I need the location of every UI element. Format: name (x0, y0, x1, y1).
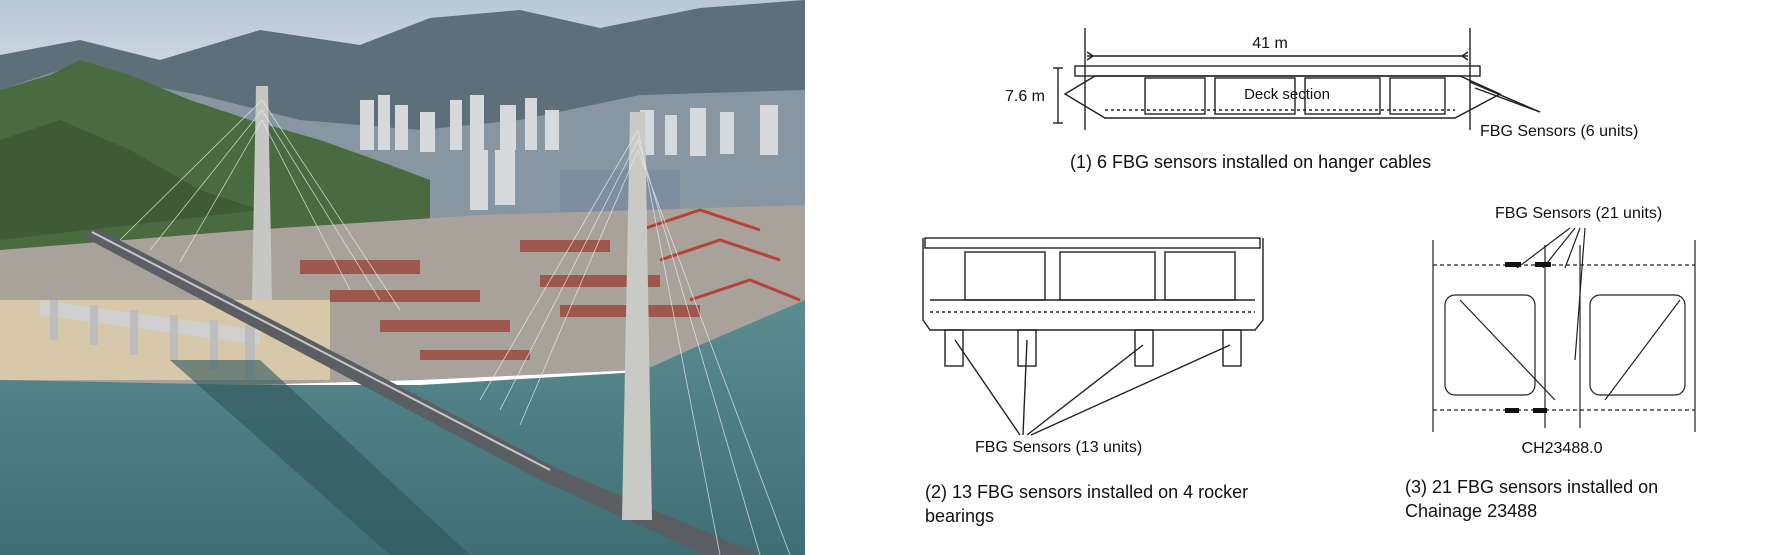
tower-left (252, 86, 272, 300)
caption-rocker-line1: (2) 13 FBG sensors installed on 4 rocker (925, 482, 1248, 502)
chainage-diagram (1432, 227, 1696, 432)
bridge-deck (80, 230, 760, 555)
rocker-sensor-label: FBG Sensors (13 units) (975, 439, 1142, 456)
chainage-sensor-label: FBG Sensors (21 units) (1495, 205, 1662, 222)
bridge-shadow (170, 360, 470, 555)
dimension-width-label: 41 m (1252, 35, 1288, 52)
sensor-diagrams: 41 m 7.6 m Deck section FBG Sensors (6 u… (805, 0, 1774, 555)
viaduct-piers (50, 300, 255, 380)
cranes (639, 208, 801, 302)
bridge-photo (0, 0, 805, 555)
dimension-height-label: 7.6 m (1005, 88, 1045, 105)
deck-section-label: Deck section (1244, 86, 1330, 103)
rocker-bearing-diagram (922, 237, 1264, 436)
stay-cables (119, 99, 791, 555)
sensor-markers (1505, 262, 1551, 413)
caption-hanger-cables: (1) 6 FBG sensors installed on hanger ca… (1070, 152, 1431, 172)
city-towers (360, 95, 778, 210)
caption-rocker-line2: bearings (925, 506, 994, 526)
hanger-sensor-label: FBG Sensors (6 units) (1480, 123, 1638, 140)
chainage-id-label: CH23488.0 (1522, 440, 1603, 457)
tower-right (622, 112, 652, 520)
caption-chainage-line1: (3) 21 FBG sensors installed on (1405, 477, 1658, 497)
deck-section-diagram (1053, 28, 1541, 130)
caption-chainage-line2: Chainage 23488 (1405, 501, 1537, 521)
